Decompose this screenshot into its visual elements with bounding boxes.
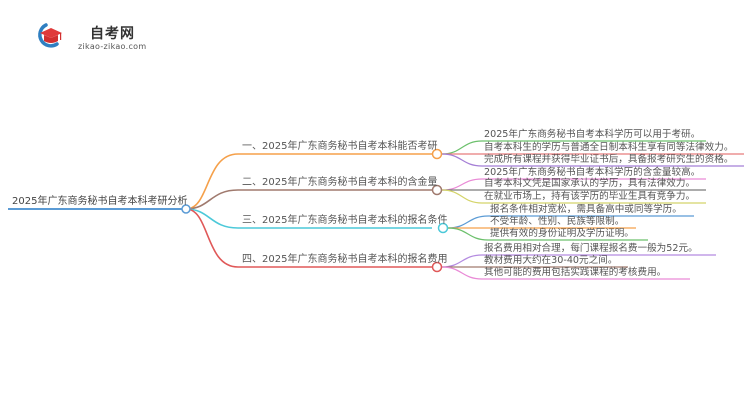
- connector-branch-4: [185, 208, 239, 268]
- leaf-node-1-3[interactable]: 完成所有课程并获得毕业证书后，具备报考研究生的资格。: [484, 154, 734, 165]
- leaf-node-4-1[interactable]: 报名费用相对合理，每门课程报名费一般为52元。: [484, 243, 698, 254]
- branch-1-collapse-toggle[interactable]: [431, 148, 443, 160]
- leaf-node-4-3[interactable]: 其他可能的费用包括实践课程的考核费用。: [484, 267, 667, 278]
- logo-subtitle: zikao-zikao.com: [78, 42, 147, 51]
- root-node[interactable]: 2025年广东商务秘书自考本科考研分析: [12, 196, 188, 207]
- branch-2-collapse-toggle[interactable]: [431, 184, 443, 196]
- leaf-node-3-3[interactable]: 提供有效的身份证明及学历证明。: [490, 228, 634, 239]
- leaf-node-3-1[interactable]: 报名条件相对宽松，需具备高中或同等学历。: [490, 204, 682, 215]
- branch-node-3[interactable]: 三、2025年广东商务秘书自考本科的报名条件: [242, 215, 448, 226]
- connector-branch-2: [185, 189, 239, 210]
- site-logo[interactable]: 自考网 zikao-zikao.com: [32, 20, 152, 56]
- graduation-cap-icon: [38, 23, 62, 48]
- connector-branch-3: [185, 208, 239, 229]
- logo-title: 自考网: [90, 26, 135, 42]
- connector-branch-1: [185, 153, 239, 210]
- branch-node-4[interactable]: 四、2025年广东商务秘书自考本科的报名费用: [242, 254, 448, 265]
- leaf-node-1-2[interactable]: 自考本科生的学历与普通全日制本科生享有同等法律效力。: [484, 142, 734, 153]
- branch-node-1[interactable]: 一、2025年广东商务秘书自考本科能否考研: [242, 141, 438, 152]
- leaf-node-4-2[interactable]: 教材费用大约在30-40元之间。: [484, 255, 618, 266]
- branch-node-2[interactable]: 二、2025年广东商务秘书自考本科的含金量: [242, 177, 438, 188]
- leaf-node-2-1[interactable]: 2025年广东商务秘书自考本科学历的含金量较高。: [484, 167, 701, 178]
- leaf-node-2-3[interactable]: 在就业市场上，持有该学历的毕业生具有竞争力。: [484, 191, 696, 202]
- leaf-node-2-2[interactable]: 自考本科文凭是国家承认的学历，具有法律效力。: [484, 178, 696, 189]
- root-collapse-toggle[interactable]: [181, 204, 191, 214]
- leaf-node-1-1[interactable]: 2025年广东商务秘书自考本科学历可以用于考研。: [484, 129, 701, 140]
- branch-4-collapse-toggle[interactable]: [431, 261, 443, 273]
- leaf-node-3-2[interactable]: 不受年龄、性别、民族等限制。: [490, 216, 625, 227]
- branch-3-collapse-toggle[interactable]: [437, 222, 449, 234]
